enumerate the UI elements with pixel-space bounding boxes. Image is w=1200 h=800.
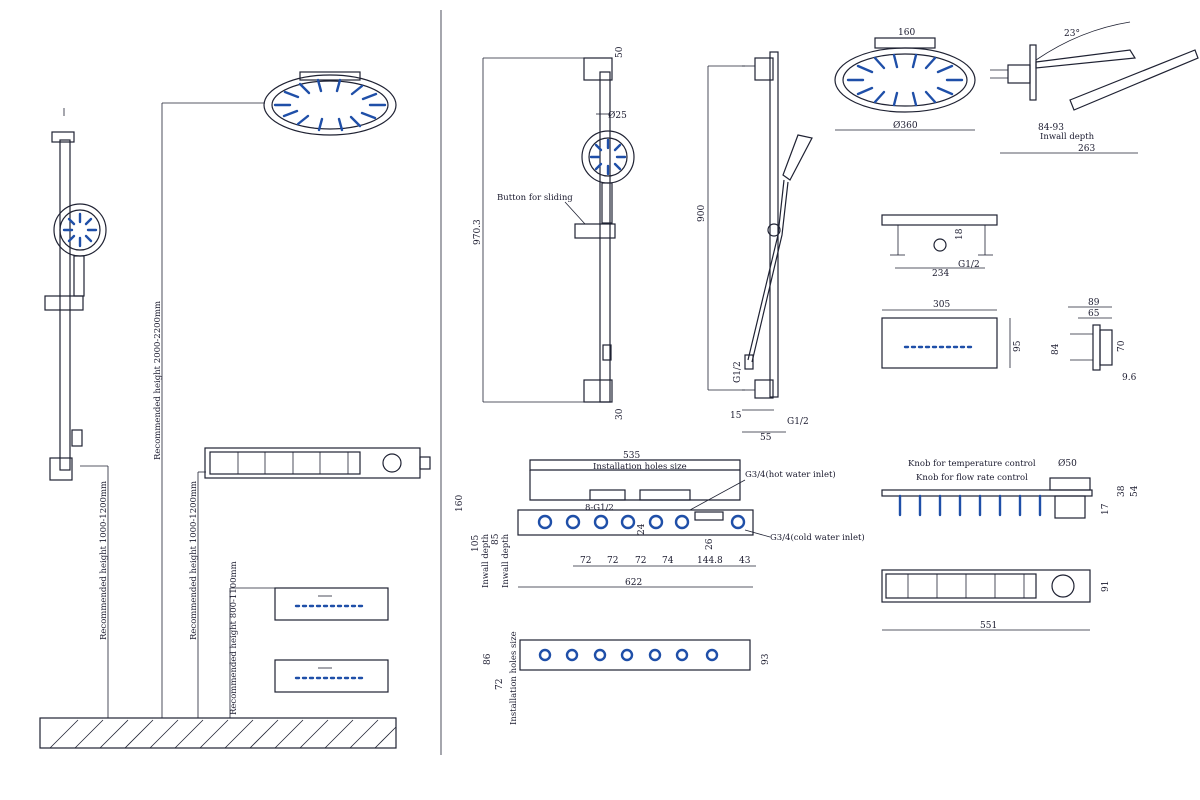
side-bar-detail: 900 G1/2 15 G1/2 55 (697, 51, 813, 443)
bracket-g-label: G1/2 (958, 260, 980, 270)
box-w-label: 305 (933, 300, 950, 310)
side-dim-15: 15 (730, 411, 742, 421)
valve-bottom-detail: 86 93 72 Installation holes size (483, 631, 771, 725)
bracket-w-label: 234 (932, 269, 949, 279)
rain-top-label: 160 (898, 28, 915, 38)
valve-ports (537, 514, 746, 530)
side-g-label: G1/2 (733, 361, 743, 383)
ctrl-17: 17 (1101, 503, 1111, 515)
wall-96: 9.6 (1122, 373, 1137, 383)
vb-dim-93: 93 (761, 653, 771, 665)
valve-inwall-a: Inwall depth (481, 533, 491, 588)
wall-70: 70 (1117, 340, 1127, 352)
side-dim-55: 55 (760, 433, 772, 443)
slide-height-label: 970.3 (473, 219, 483, 245)
rain-dia-label: Ø360 (893, 120, 918, 131)
vb-holes-label: Installation holes size (509, 631, 519, 725)
slide-bottom-label: 30 (615, 408, 625, 420)
slide-bar-detail: 970.3 50 Ø25 Button for sliding 30 (473, 46, 635, 420)
valve-total-label: 622 (625, 578, 642, 588)
wall-84: 84 (1051, 343, 1061, 355)
handshower-box-detail: 305 95 (881, 300, 1023, 369)
bracket-h-label: 18 (955, 228, 965, 240)
height-label-control: Recommended height 1000-1200mm (189, 481, 199, 640)
valve-sp-3: 74 (662, 556, 674, 566)
ctrl-front-w: 551 (980, 621, 997, 631)
ctrl-front-h: 91 (1101, 581, 1111, 592)
floor-slab (39, 717, 397, 749)
left-installation-panel: Recommended height 2000-2200mm Recommend… (39, 71, 431, 749)
floor-hatching (49, 719, 397, 749)
control-side-detail: Knob for temperature control Knob for fl… (881, 458, 1140, 519)
height-label-handshower: Recommended height 800-1100mm (229, 561, 239, 715)
valve-dim-24: 24 (637, 523, 647, 535)
valve-inwall-b: Inwall depth (501, 533, 511, 588)
rain-head-detail: 160 Ø360 (834, 28, 976, 131)
valve-sp-5: 43 (739, 556, 751, 566)
valve-g-label: 8-G1/2 (585, 503, 614, 513)
left-hand-shower-box-lower (274, 659, 389, 693)
valve-sp-0: 72 (580, 556, 591, 566)
valve-detail: 535 Installation holes size G3/4(hot wat… (455, 451, 865, 588)
ctrl-temp-label: Knob for temperature control (908, 459, 1036, 469)
arm-length-label: 263 (1078, 144, 1095, 154)
valve-dim-85: 85 (491, 533, 501, 545)
side-height-label: 900 (697, 205, 707, 222)
valve-hot-label: G3/4(hot water inlet) (745, 469, 836, 480)
valve-install-label: Installation holes size (593, 462, 687, 472)
vb-dim-72: 72 (495, 679, 505, 690)
valve-dim-105: 105 (471, 535, 481, 552)
wall-section-detail: 89 65 84 70 9.6 (1051, 298, 1137, 383)
valve-dim-160: 160 (455, 495, 465, 512)
left-slide-bar (44, 108, 107, 481)
wall-89: 89 (1088, 298, 1100, 308)
ctrl-flow-label: Knob for flow rate control (916, 473, 1028, 483)
ctrl-54: 54 (1130, 485, 1140, 497)
left-hand-shower-box-upper (274, 587, 389, 621)
side-g-bottom: G1/2 (787, 417, 809, 427)
valve-sp-1: 72 (607, 556, 618, 566)
valve-dim-26: 26 (705, 538, 715, 550)
ctrl-dia-label: Ø50 (1058, 458, 1077, 469)
arm-depth-text: Inwall depth (1040, 132, 1095, 142)
arm-depth-label: 84-93 (1038, 123, 1064, 133)
slide-dia-label: Ø25 (608, 110, 627, 121)
box-h-label: 95 (1013, 340, 1023, 352)
valve-top-label: 535 (623, 451, 640, 461)
bracket-detail: 18 G1/2 234 (881, 214, 998, 279)
height-dimension-lines (80, 102, 275, 718)
slide-button-label: Button for sliding (497, 193, 573, 203)
valve-sp-4: 144.8 (697, 556, 723, 566)
control-front-detail: 551 91 (881, 569, 1111, 631)
slide-top-label: 50 (615, 46, 625, 58)
wall-65: 65 (1088, 309, 1100, 319)
arm-side-detail: 23° 84-93 Inwall depth 263 (990, 21, 1199, 154)
left-rain-head (263, 71, 397, 136)
valve-sp-2: 72 (635, 556, 646, 566)
height-label-rain: Recommended height 2000-2200mm (153, 301, 163, 460)
vb-dim-86: 86 (483, 653, 493, 665)
valve-cold-label: G3/4(cold water inlet) (770, 532, 865, 543)
arm-angle-label: 23° (1064, 29, 1080, 39)
left-control-panel (204, 447, 431, 479)
ctrl-38: 38 (1117, 485, 1127, 497)
height-label-slide: Recommended height 1000-1200mm (99, 481, 109, 640)
